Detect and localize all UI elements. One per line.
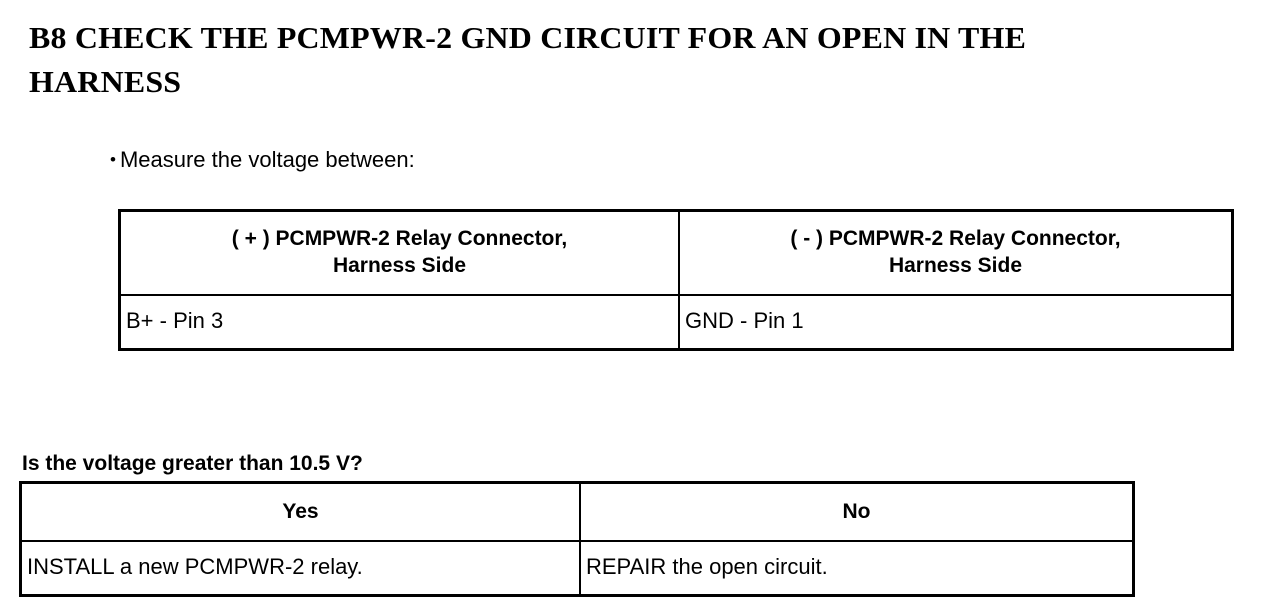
decision-table: Yes No INSTALL a new PCMPWR-2 relay. REP…	[19, 481, 1135, 597]
measure-points-table: ( + ) PCMPWR-2 Relay Connector, Harness …	[118, 209, 1234, 351]
header-line-1: ( - ) PCMPWR-2 Relay Connector,	[790, 227, 1121, 250]
decision-question-text: Is the voltage greater than 10.5 V?	[22, 452, 363, 475]
bullet-point-icon: •	[110, 150, 116, 169]
cell-action-no: REPAIR the open circuit.	[579, 540, 1135, 597]
header-cell-negative-terminal: ( - ) PCMPWR-2 Relay Connector, Harness …	[678, 209, 1234, 296]
cell-positive-pin: B+ - Pin 3	[118, 294, 680, 351]
table-header-row: ( + ) PCMPWR-2 Relay Connector, Harness …	[118, 209, 1234, 296]
instruction-text: Measure the voltage between:	[119, 147, 415, 172]
table-header-row: Yes No	[19, 481, 1135, 542]
header-line-2: Harness Side	[888, 254, 1023, 277]
header-cell-yes: Yes	[19, 481, 581, 542]
cell-action-yes: INSTALL a new PCMPWR-2 relay.	[19, 540, 581, 597]
header-cell-positive-terminal: ( + ) PCMPWR-2 Relay Connector, Harness …	[118, 209, 680, 296]
table-row: INSTALL a new PCMPWR-2 relay. REPAIR the…	[19, 540, 1135, 597]
table-row: B+ - Pin 3 GND - Pin 1	[118, 294, 1234, 351]
header-line-1: ( + ) PCMPWR-2 Relay Connector,	[231, 227, 568, 250]
cell-negative-pin: GND - Pin 1	[678, 294, 1234, 351]
header-cell-no: No	[579, 481, 1135, 542]
header-line-2: Harness Side	[332, 254, 467, 277]
page-title: B8 CHECK THE PCMPWR-2 GND CIRCUIT FOR AN…	[29, 20, 1027, 99]
instruction-bullet-row: • Measure the voltage between:	[110, 145, 415, 177]
